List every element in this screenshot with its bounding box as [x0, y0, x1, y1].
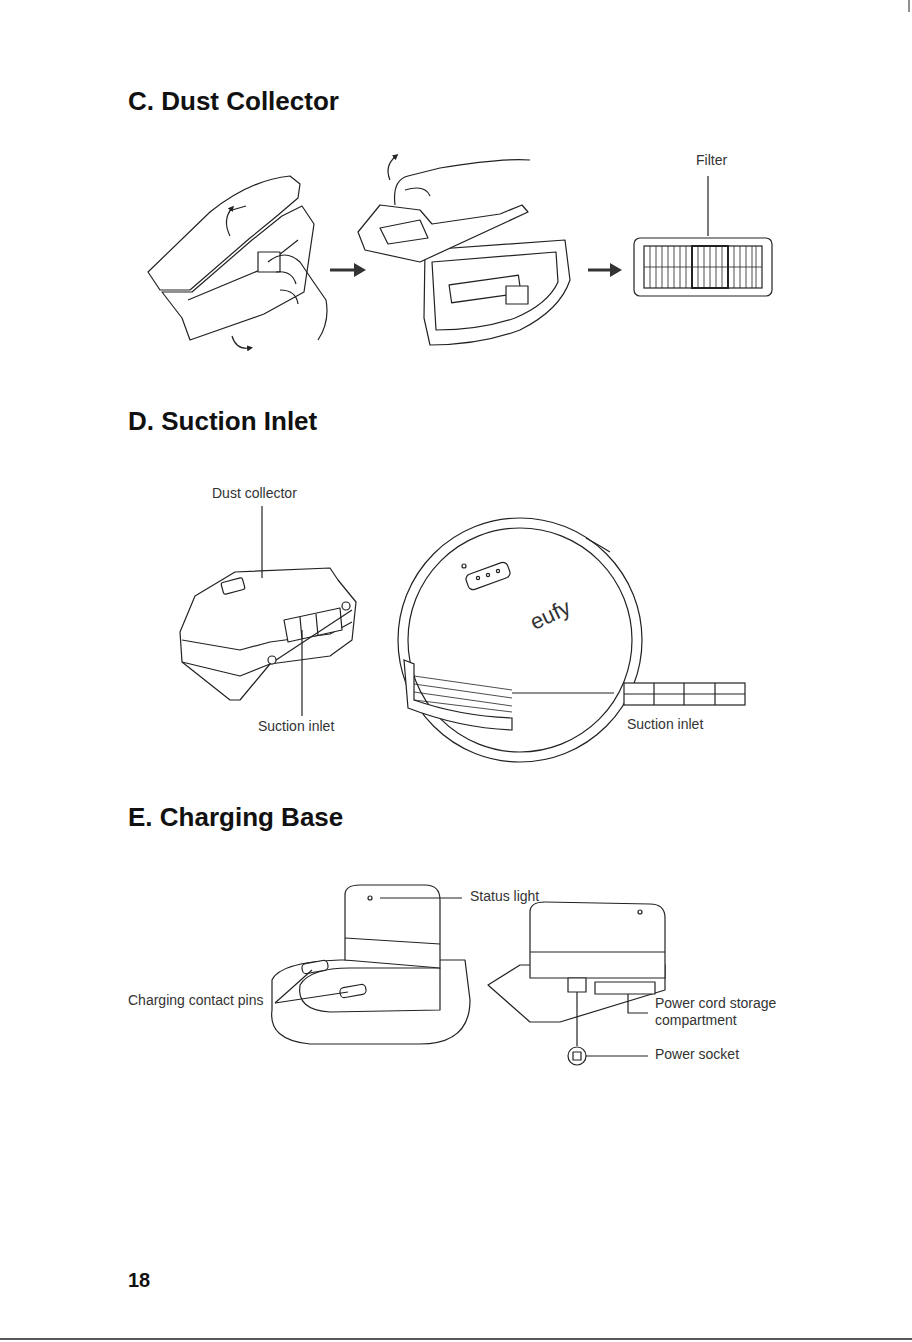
- bin-body: [180, 568, 356, 700]
- arrow-shaft: [330, 269, 356, 272]
- section-heading: E. Charging Base: [128, 802, 343, 833]
- hinge: [268, 656, 276, 664]
- button: [476, 576, 479, 579]
- section-heading: C. Dust Collector: [128, 86, 339, 117]
- leader-line: [261, 506, 262, 578]
- part-label: Suction inlet: [258, 718, 334, 735]
- part-label: Dust collector: [212, 485, 297, 502]
- robot-vacuum: [398, 518, 745, 762]
- hand: [395, 160, 530, 205]
- leader-line: [576, 992, 577, 1046]
- leader-line: [707, 176, 708, 236]
- robot-body: [398, 518, 642, 762]
- button: [496, 569, 499, 572]
- inlet-detail-grid: [624, 683, 745, 705]
- curved-arrow: [226, 208, 232, 236]
- part-label: Status light: [470, 888, 539, 905]
- arrow-head: [354, 263, 366, 277]
- filter-pleats: [644, 246, 762, 288]
- filter: [634, 176, 772, 296]
- charging-base-back: [488, 902, 665, 1065]
- brand-logo: eufy: [526, 594, 575, 635]
- part-label: Charging contact pins: [128, 992, 263, 1009]
- lid-notch: [232, 206, 246, 210]
- button: [486, 573, 489, 576]
- bin-edge: [188, 240, 298, 300]
- suction-grill: [414, 676, 512, 712]
- base-tower: [530, 902, 665, 978]
- section-heading: D. Suction Inlet: [128, 406, 317, 437]
- page-number: 18: [128, 1268, 150, 1292]
- control-panel: [465, 561, 512, 591]
- arrow-shaft: [588, 269, 612, 272]
- dust-collector-open: [148, 176, 327, 348]
- bin-latch: [258, 252, 280, 272]
- curved-arrow: [232, 336, 250, 348]
- socket-port: [568, 978, 586, 992]
- part-label: Power cord storage compartment: [655, 995, 795, 1029]
- dust-collector: [180, 506, 356, 716]
- filter-tab: [692, 246, 728, 288]
- bin-latch: [506, 286, 528, 304]
- hand: [268, 255, 327, 340]
- bin-edge: [182, 662, 270, 676]
- filter-frame: [634, 238, 772, 296]
- bin-tray: [424, 240, 570, 345]
- suction-opening: [284, 608, 342, 642]
- leader-line: [275, 992, 348, 1003]
- inlet-detail: [624, 683, 745, 705]
- status-light: [368, 896, 372, 900]
- bin-inner: [432, 252, 558, 330]
- leader-line: [586, 1055, 648, 1056]
- leader-line: [380, 897, 462, 898]
- hinge: [342, 602, 350, 610]
- tower-seam: [530, 951, 665, 952]
- part-label: Suction inlet: [627, 716, 703, 733]
- plate-recess: [300, 968, 440, 1012]
- bin-handle: [221, 577, 245, 594]
- bin-lid: [358, 205, 528, 262]
- charging-base-front: [272, 885, 470, 1044]
- indicator: [462, 564, 466, 568]
- contact-pin: [339, 984, 366, 998]
- tower-seam: [345, 938, 440, 944]
- robot-cutout: [404, 660, 512, 730]
- hinge-rod: [270, 610, 352, 664]
- power-socket-icon: [568, 1047, 586, 1065]
- cord-compartment: [595, 982, 655, 994]
- socket-square: [573, 1052, 581, 1060]
- bin-lid: [148, 176, 300, 290]
- page-border: [0, 1338, 912, 1340]
- part-label: Power socket: [655, 1046, 739, 1063]
- filter-mesh: [644, 246, 762, 288]
- status-light: [638, 910, 642, 914]
- part-label: Filter: [696, 152, 727, 169]
- leader-line: [628, 994, 648, 1013]
- base-plate: [272, 960, 470, 1044]
- dust-collector-lid-open: [358, 156, 570, 345]
- lid-filter: [380, 220, 428, 244]
- arrow-head: [610, 263, 622, 277]
- crop-mark: [909, 0, 910, 12]
- bumper-seam: [586, 538, 610, 552]
- curved-arrow: [388, 156, 396, 180]
- leader-line: [512, 692, 614, 693]
- leader-line: [301, 630, 302, 716]
- opening-divider: [300, 614, 318, 639]
- contact-pin: [301, 960, 328, 974]
